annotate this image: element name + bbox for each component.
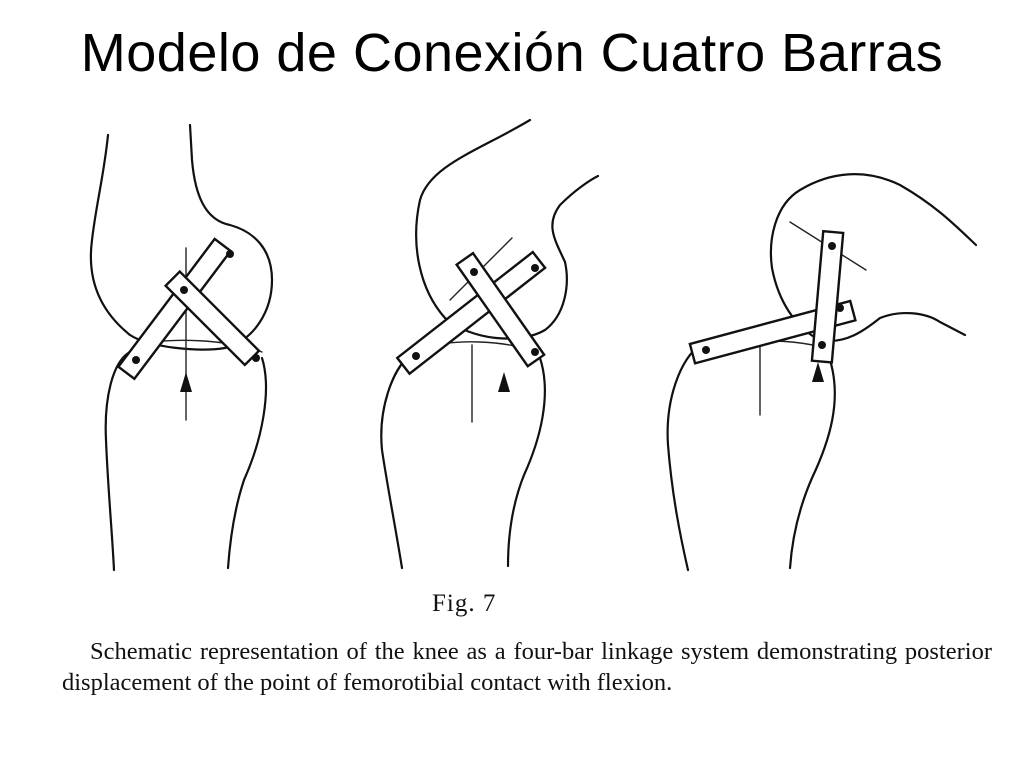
femur-outline (89, 123, 274, 351)
contact-arrow-icon (180, 372, 192, 392)
tibia-outline (104, 350, 132, 572)
contact-arrow-icon (498, 372, 510, 392)
pivot-pin (132, 356, 140, 364)
panel-extension (89, 123, 274, 572)
tibia-outline-right (226, 356, 268, 570)
pivot-pin (531, 348, 539, 356)
pivot-pin (818, 341, 826, 349)
cruciate-bar-anterior (116, 237, 233, 381)
pivot-pin (180, 286, 188, 294)
pivot-pin (836, 304, 844, 312)
pivot-pin (702, 346, 710, 354)
knee-four-bar-diagram (89, 118, 978, 572)
tibia-outline-right (506, 356, 546, 568)
cruciate-bar-anterior (395, 250, 547, 376)
pivot-pin (252, 354, 260, 362)
tibia-outline-right (788, 358, 836, 570)
cruciate-bar-posterior (810, 229, 845, 364)
panel-deep-flexion (666, 173, 978, 572)
cruciate-bar-posterior (454, 251, 546, 368)
figure-caption: Schematic representation of the knee as … (62, 638, 992, 696)
pivot-pin (412, 352, 420, 360)
tibia-outline (666, 343, 702, 572)
figure-label: Fig. 7 (432, 590, 497, 617)
pivot-pin (470, 268, 478, 276)
panel-partial-flexion (380, 118, 600, 570)
slide-title: Modelo de Conexión Cuatro Barras (80, 23, 944, 83)
pivot-pin (531, 264, 539, 272)
contact-arrow-icon (812, 362, 824, 382)
femur-outline (769, 173, 978, 343)
tibia-outline (380, 353, 412, 570)
cruciate-bar-anterior (688, 299, 857, 365)
pivot-pin (828, 242, 836, 250)
cruciate-bar-posterior (163, 269, 261, 367)
pivot-pin (226, 250, 234, 258)
